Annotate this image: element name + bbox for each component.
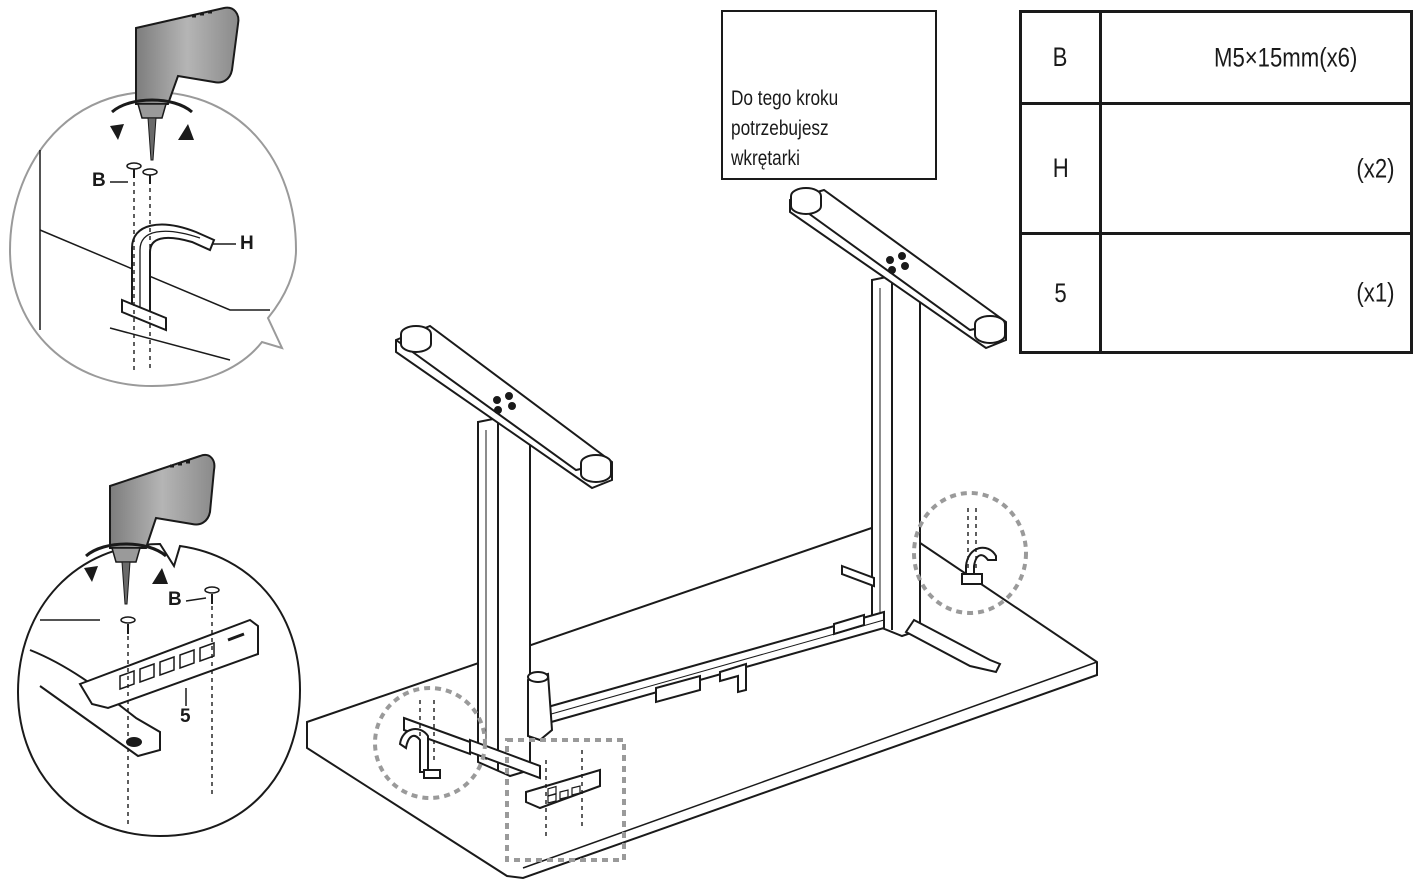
left-leg bbox=[395, 324, 613, 778]
callout-hook-h: H bbox=[240, 233, 254, 254]
part-quantity: (x2) bbox=[1355, 153, 1394, 183]
hook-installed-left bbox=[398, 728, 441, 779]
detail-bubble-panel bbox=[16, 454, 302, 838]
parts-row-5: 5 (x1) bbox=[1022, 235, 1410, 351]
part-spec: M5×15mm(x6) bbox=[1214, 42, 1358, 72]
callout-screw-b-top: B bbox=[92, 170, 106, 191]
part-id: H bbox=[1052, 153, 1069, 183]
parts-row-b: B M5×15mm(x6) bbox=[1022, 13, 1410, 105]
part-id: B bbox=[1053, 42, 1068, 72]
install-guides bbox=[419, 508, 977, 840]
right-leg bbox=[789, 187, 1007, 674]
part-id-cell: H bbox=[1022, 105, 1102, 232]
detail-bubble-hook bbox=[8, 6, 298, 388]
tool-note-line-2: potrzebujesz bbox=[731, 117, 829, 140]
part-quantity: (x1) bbox=[1355, 277, 1394, 308]
callout-panel-5: 5 bbox=[180, 706, 191, 727]
hook-installed-right bbox=[961, 546, 997, 585]
tool-note-box: Do tego kroku potrzebujesz wkrętarki bbox=[721, 10, 937, 180]
tool-note-line-3: wkrętarki bbox=[731, 147, 800, 170]
control-panel-mounted bbox=[525, 768, 601, 810]
callout-screw-b-bottom: B bbox=[168, 589, 182, 610]
part-id: 5 bbox=[1054, 277, 1067, 308]
drill-icon bbox=[84, 454, 216, 605]
drill-icon bbox=[110, 6, 240, 161]
part-id-cell: B bbox=[1022, 13, 1102, 102]
parts-row-h: H (x2) bbox=[1022, 105, 1410, 235]
tool-note-text: Do tego kroku potrzebujesz wkrętarki bbox=[731, 84, 838, 174]
part-id-cell: 5 bbox=[1022, 235, 1102, 351]
tool-note-line-1: Do tego kroku bbox=[731, 87, 839, 110]
detail-markers bbox=[373, 491, 1028, 862]
parts-table: B M5×15mm(x6) H (x2) 5 (x1) bbox=[1019, 10, 1413, 354]
crossbar bbox=[403, 610, 885, 780]
